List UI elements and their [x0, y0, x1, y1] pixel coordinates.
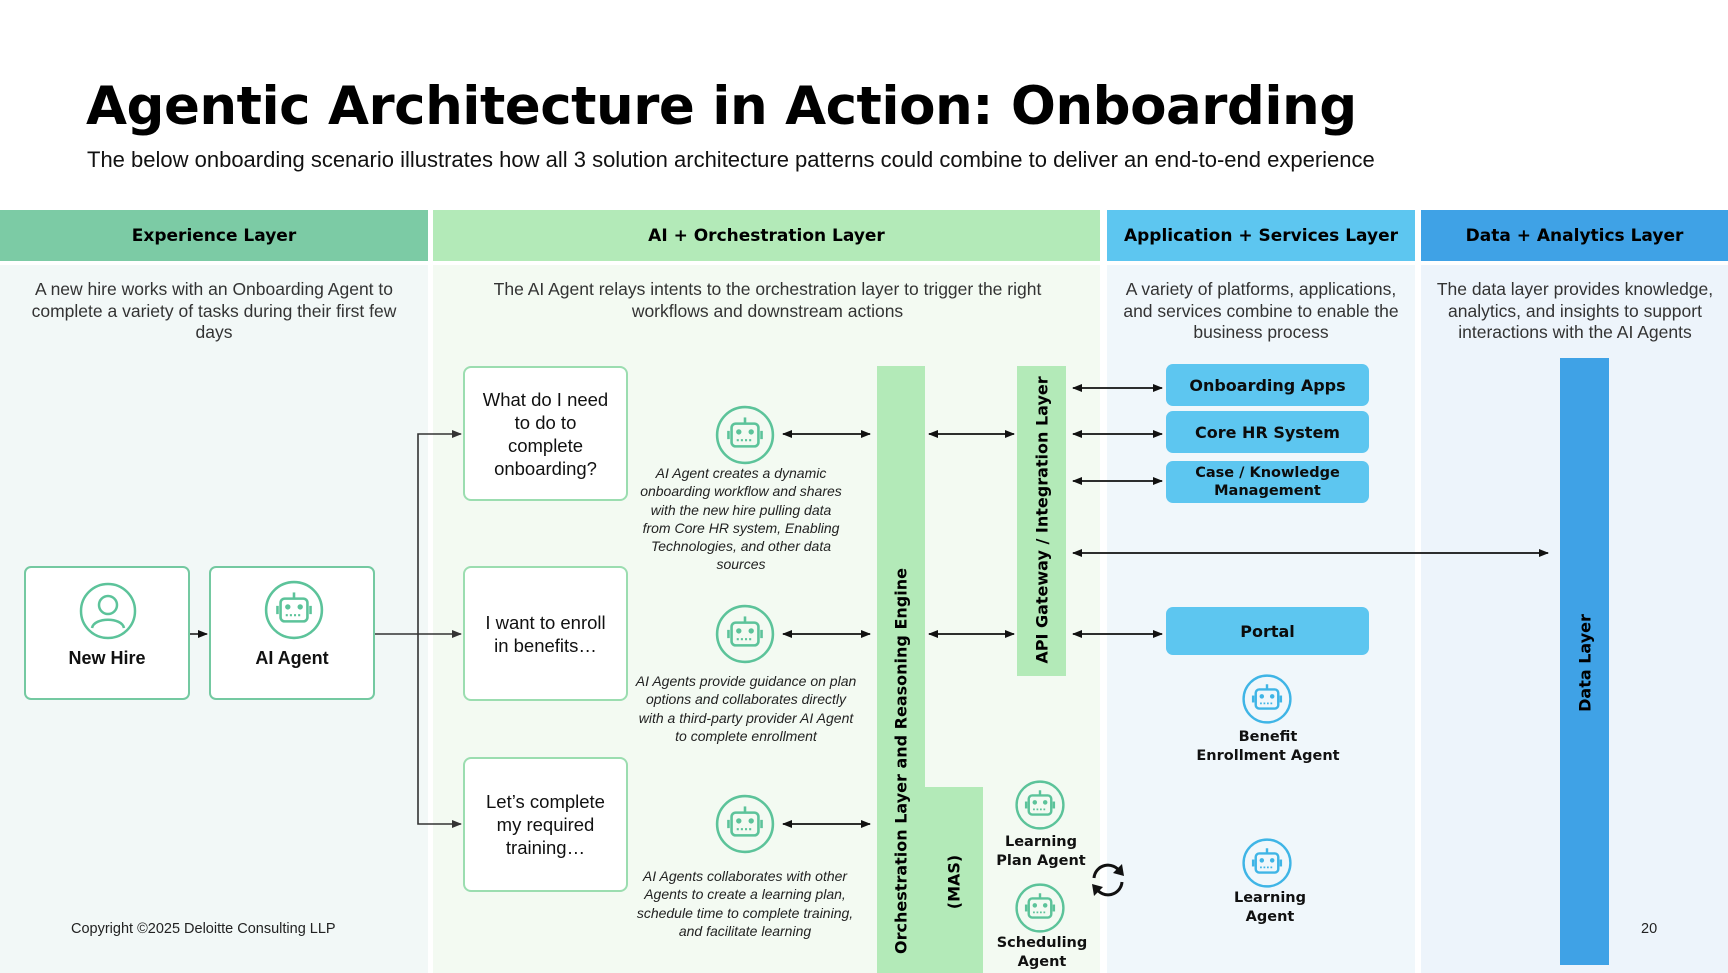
onboarding-apps-box: Onboarding Apps [1166, 364, 1369, 406]
page-title: Agentic Architecture in Action: Onboardi… [86, 76, 1357, 137]
page-subtitle: The below onboarding scenario illustrate… [87, 147, 1375, 172]
caption-benefits: AI Agents provide guidance on plan optio… [635, 673, 857, 744]
ai-agent-card: AI Agent [209, 566, 375, 700]
ai-layer-description: The AI Agent relays intents to the orche… [493, 279, 1042, 321]
robot-icon [715, 794, 775, 854]
robot-icon [715, 604, 775, 664]
learning-plan-agent-label: Learning Plan Agent [996, 834, 1086, 869]
portal-box: Portal [1166, 607, 1369, 655]
scheduling-agent-label: Scheduling Agent [996, 935, 1088, 970]
intent-text: Let’s complete my required training… [486, 791, 605, 858]
ai-layer-header: AI + Orchestration Layer [433, 210, 1100, 261]
intent-card-training: Let’s complete my required training… [463, 757, 628, 892]
data-layer-description: The data layer provides knowledge, analy… [1436, 279, 1714, 342]
robot-icon [1015, 883, 1065, 933]
core-hr-system-box: Core HR System [1166, 411, 1369, 453]
ai-agent-label: AI Agent [255, 648, 329, 668]
apps-layer-header: Application + Services Layer [1107, 210, 1415, 261]
robot-icon [1242, 674, 1292, 724]
intent-text: I want to enroll in benefits… [485, 611, 606, 656]
new-hire-card: New Hire [24, 566, 190, 700]
orchestration-bar: Orchestration Layer and Reasoning Engine [877, 366, 925, 973]
api-gateway-bar: API Gateway / Integration Layer [1017, 366, 1066, 676]
refresh-cycle-icon [1092, 863, 1124, 897]
data-layer-header: Data + Analytics Layer [1421, 210, 1728, 261]
data-layer-bar: Data Layer [1560, 358, 1609, 965]
benefit-enrollment-agent-label: Benefit Enrollment Agent [1196, 729, 1340, 764]
caption-onboarding: AI Agent creates a dynamic onboarding wo… [640, 465, 842, 573]
intent-card-benefits: I want to enroll in benefits… [463, 566, 628, 701]
intent-text: What do I need to do to complete onboard… [482, 388, 609, 479]
caption-training: AI Agents collaborates with other Agents… [636, 868, 854, 939]
copyright-text: Copyright ©2025 Deloitte Consulting LLP [71, 921, 336, 937]
robot-icon [1015, 780, 1065, 830]
robot-icon [1242, 838, 1292, 888]
intent-card-onboarding: What do I need to do to complete onboard… [463, 366, 628, 501]
page-number: 20 [1641, 921, 1658, 937]
person-icon [79, 582, 137, 640]
robot-icon [715, 405, 775, 465]
robot-icon [264, 580, 324, 640]
apps-layer-description: A variety of platforms, applications, an… [1123, 279, 1399, 342]
learning-agent-label: Learning Agent [1233, 890, 1306, 925]
case-knowledge-management-box: Case / Knowledge Management [1166, 461, 1369, 503]
mas-bar: (MAS) [925, 787, 983, 973]
experience-layer-header: Experience Layer [0, 210, 428, 261]
new-hire-label: New Hire [68, 648, 146, 668]
experience-layer-description: A new hire works with an Onboarding Agen… [31, 279, 397, 342]
